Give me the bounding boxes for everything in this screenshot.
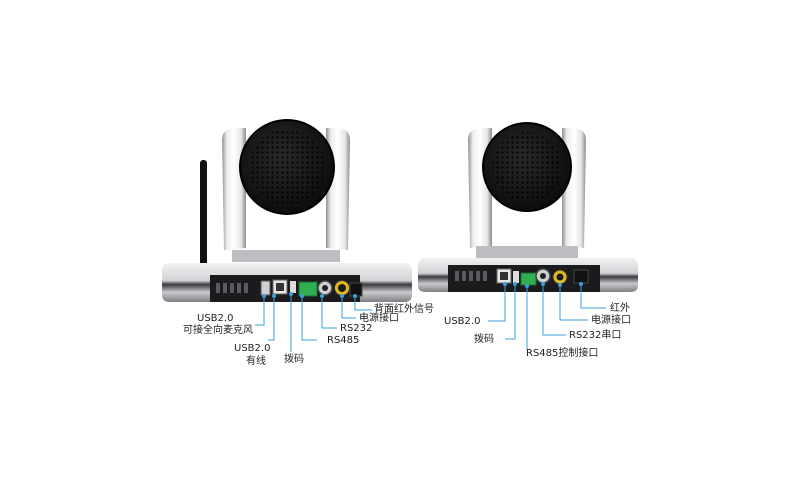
label-usb-wired-line2: 有线 — [246, 356, 266, 367]
label-rs232: RS232串口 — [569, 330, 622, 341]
label-power: 电源接口 — [591, 315, 631, 326]
label-usb-mic-line1: USB2.0 — [197, 313, 234, 324]
right-leader-lines — [488, 282, 606, 350]
label-rs232: RS232 — [340, 323, 373, 334]
left-leader-lines — [255, 292, 372, 352]
label-ir: 背面红外信号 — [374, 304, 434, 315]
label-dip: 拨码 — [284, 354, 304, 365]
label-rs485: RS485控制接口 — [526, 348, 599, 359]
label-rs485: RS485 — [327, 335, 360, 346]
right-camera — [418, 122, 638, 292]
label-usb-mic-line2: 可接全向麦克风 — [183, 325, 253, 336]
label-usb: USB2.0 — [444, 316, 481, 327]
left-camera — [162, 119, 412, 302]
label-ir: 红外 — [610, 303, 630, 314]
label-power: 电源接口 — [359, 313, 399, 324]
label-dip: 拨码 — [474, 334, 494, 345]
label-usb-wired-line1: USB2.0 — [234, 343, 271, 354]
